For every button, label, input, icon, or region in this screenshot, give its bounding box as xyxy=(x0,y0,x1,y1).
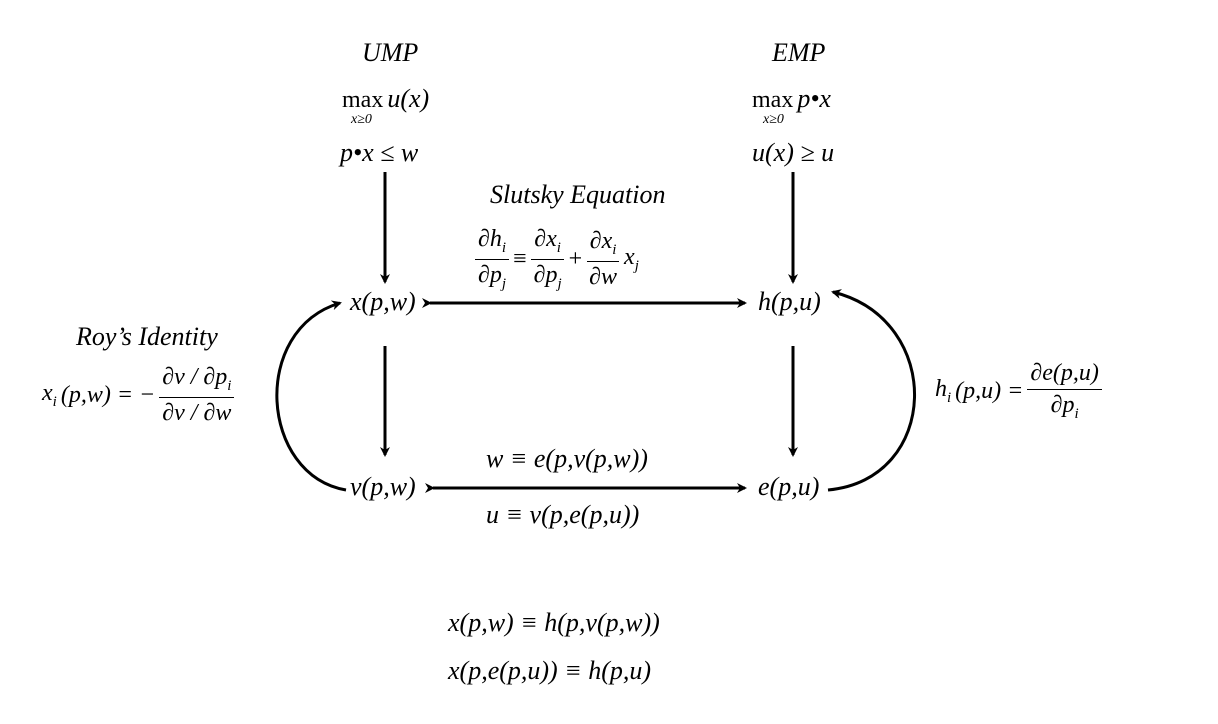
slutsky-title: Slutsky Equation xyxy=(490,180,666,209)
roy-num: ∂v / ∂p xyxy=(162,364,228,390)
slutsky-equation: ∂hi ∂pj ≡ ∂xi ∂pj + ∂xi ∂w xj xyxy=(475,226,639,293)
slutsky-t2-den: ∂w xyxy=(589,264,618,290)
shephard-lhs-args: (p,u) = xyxy=(955,378,1024,404)
slutsky-term2-fraction: ∂xi ∂w xyxy=(586,228,620,291)
slutsky-t1-den: ∂p xyxy=(533,262,558,288)
slutsky-lhs-fraction: ∂hi ∂pj xyxy=(475,226,510,293)
emp-max-sub: x≥0 xyxy=(763,112,784,127)
slutsky-lhs-den-sub: j xyxy=(501,276,507,292)
shephard-fraction: ∂e(p,u) ∂pi xyxy=(1027,360,1102,423)
node-indirect-utility: v(p,w) xyxy=(350,472,416,501)
slutsky-t2-tail-sub: j xyxy=(634,258,639,274)
shephard-lhs-sub: i xyxy=(947,390,952,406)
roy-den: ∂v / ∂w xyxy=(162,400,232,426)
ump-max-sub: x≥0 xyxy=(351,112,372,127)
roy-fraction: ∂v / ∂pi ∂v / ∂w xyxy=(159,364,235,427)
slutsky-lhs-den: ∂p xyxy=(478,262,502,288)
emp-max-word: max xyxy=(752,87,794,113)
ump-objective-expr: u(x) xyxy=(387,84,430,113)
roy-lhs-sub: i xyxy=(52,394,57,410)
curve-roy xyxy=(275,300,347,492)
emp-objective-expr: p•x xyxy=(797,84,831,113)
shephard-equation: hi (p,u) = ∂e(p,u) ∂pi xyxy=(935,360,1102,423)
shephard-den: ∂p xyxy=(1050,392,1075,418)
slutsky-term1-fraction: ∂xi ∂pj xyxy=(531,226,565,293)
shephard-den-sub: i xyxy=(1074,406,1079,422)
slutsky-lhs-num: ∂h xyxy=(478,226,502,252)
slutsky-t1-num-sub: i xyxy=(556,240,561,256)
duality-top: w ≡ e(p,v(p,w)) xyxy=(486,444,648,473)
slutsky-t2-num-sub: i xyxy=(612,242,617,258)
ump-title: UMP xyxy=(362,38,419,67)
ump-constraint: p•x ≤ w xyxy=(340,138,419,167)
shephard-num: ∂e(p,u) xyxy=(1030,360,1099,386)
curve-shephard xyxy=(827,289,916,492)
shephard-lhs: h xyxy=(935,376,947,402)
slutsky-t2-tail: x xyxy=(624,244,635,270)
identity-line-1: x(p,w) ≡ h(p,v(p,w)) xyxy=(448,608,660,637)
emp-constraint: u(x) ≥ u xyxy=(752,138,835,167)
node-marshallian-demand: x(p,w) xyxy=(350,287,416,316)
ump-objective: max u(x) xyxy=(342,84,429,114)
node-expenditure-function: e(p,u) xyxy=(758,472,820,501)
slutsky-equiv: ≡ xyxy=(513,246,527,272)
ump-max-word: max xyxy=(342,87,384,113)
roy-lhs-args: (p,w) = − xyxy=(60,382,156,408)
roy-equation: xi (p,w) = − ∂v / ∂pi ∂v / ∂w xyxy=(42,364,235,427)
node-hicksian-demand: h(p,u) xyxy=(758,287,821,316)
slutsky-t2-num: ∂x xyxy=(589,228,613,254)
roy-lhs: x xyxy=(42,380,53,406)
slutsky-t1-num: ∂x xyxy=(534,226,557,252)
roy-num-sub: i xyxy=(227,378,232,394)
slutsky-plus: + xyxy=(568,246,583,272)
identity-line-2: x(p,e(p,u)) ≡ h(p,u) xyxy=(448,656,652,685)
emp-title: EMP xyxy=(772,38,826,67)
emp-objective: max p•x xyxy=(752,84,831,114)
duality-bottom: u ≡ v(p,e(p,u)) xyxy=(486,500,640,529)
slutsky-t1-den-sub: j xyxy=(557,276,562,292)
slutsky-lhs-num-sub: i xyxy=(501,240,507,256)
roy-title: Roy’s Identity xyxy=(76,322,218,351)
